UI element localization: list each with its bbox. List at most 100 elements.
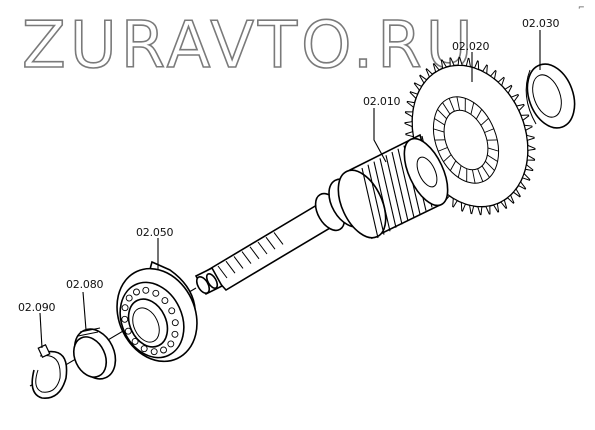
gear-tooth — [497, 76, 505, 87]
gear-tooth — [452, 197, 458, 208]
gear-tooth — [477, 206, 483, 216]
gear-spline — [438, 147, 448, 152]
gear-tooth — [521, 172, 531, 181]
gear-tooth — [485, 205, 491, 215]
shaft-spline — [225, 260, 236, 274]
gear-spline — [449, 160, 457, 171]
part-02080-ring — [72, 327, 117, 380]
watermark-text: ZURAVTO.RU — [22, 9, 477, 83]
part-02090-circlip — [31, 343, 68, 399]
gear-spline — [434, 118, 445, 126]
shaft-spline — [273, 232, 284, 245]
gear-tooth — [449, 57, 455, 67]
bearing-roller — [131, 338, 139, 345]
gear-tooth — [457, 56, 463, 66]
helical-tooth — [373, 161, 391, 232]
gear-tooth — [405, 130, 414, 138]
gear-tooth — [419, 74, 428, 84]
label-02080: 02.080 — [66, 278, 103, 291]
label-02020: 02.020 — [452, 40, 489, 53]
gear-tooth — [482, 64, 488, 75]
shaft-spline — [217, 265, 228, 279]
label-02050: 02.050 — [136, 226, 173, 239]
gear-tooth — [440, 59, 448, 69]
gear-spline — [442, 102, 451, 115]
gear-spline — [477, 168, 484, 182]
gear-tooth — [406, 100, 416, 109]
shaft-spline — [241, 251, 252, 264]
shaft-spline — [257, 241, 268, 255]
gear-tooth — [468, 204, 475, 215]
gear-tooth — [524, 163, 534, 172]
gear-tooth — [409, 91, 419, 100]
label-02010: 02.010 — [363, 95, 400, 108]
helical-tooth — [397, 148, 415, 218]
gear-tooth — [425, 68, 434, 78]
helical-tooth — [367, 164, 385, 235]
gear-spline — [475, 109, 483, 120]
label-02030: 02.030 — [522, 17, 559, 30]
gear-tooth — [517, 180, 527, 190]
gear-tooth — [510, 93, 520, 103]
gear-tooth — [520, 114, 530, 122]
helical-tooth — [361, 167, 379, 239]
bearing-roller — [121, 304, 129, 312]
bearing-roller — [140, 345, 148, 353]
part-02030-washer — [525, 63, 576, 129]
helical-tooth — [385, 155, 403, 225]
gear-spline — [433, 128, 445, 133]
gear-tooth — [526, 154, 536, 161]
gear-tooth — [413, 82, 423, 92]
gear-tooth — [523, 124, 533, 131]
bearing-roller — [150, 348, 158, 356]
label-02090: 02.090 — [18, 301, 55, 314]
gear-tooth — [515, 103, 525, 112]
bearing-roller — [171, 319, 179, 327]
gear-tooth — [465, 57, 472, 68]
gear-spline — [456, 96, 461, 111]
bearing-roller — [160, 346, 167, 354]
gear-tooth — [432, 62, 440, 73]
gear-spline — [448, 98, 455, 112]
gear-tooth — [526, 134, 535, 142]
part-02010-shaft — [29, 133, 449, 387]
bearing-roller — [168, 307, 176, 315]
gear-spline — [457, 165, 462, 178]
leader-02090 — [39, 312, 43, 349]
gear-tooth — [506, 194, 515, 204]
gear-tooth — [512, 188, 521, 198]
bearing-roller — [142, 286, 150, 294]
bearing-roller — [171, 330, 179, 338]
gear-spline — [484, 128, 494, 133]
gear-spline — [480, 118, 489, 126]
gear-spline — [481, 165, 490, 178]
gear-tooth — [500, 199, 508, 210]
gear-tooth — [404, 121, 413, 128]
bearing-roller — [121, 315, 129, 323]
gear-spline — [437, 109, 447, 120]
gear-spline — [471, 169, 476, 184]
gear-tooth — [473, 60, 480, 71]
shaft-spline — [233, 256, 244, 269]
shaft-spline — [265, 236, 276, 250]
shaft-spline — [249, 246, 260, 260]
gear-tooth — [489, 69, 497, 80]
gear-tooth — [492, 203, 500, 213]
gear-tooth — [504, 84, 513, 94]
leader-02010 — [373, 108, 387, 163]
leader-02080 — [82, 291, 87, 331]
corner-mark: ⌐ — [578, 3, 585, 12]
gear-tooth — [460, 201, 467, 212]
gear-tooth — [527, 144, 536, 151]
gear-spline — [487, 147, 499, 152]
bearing-roller — [133, 288, 140, 296]
gear-spline — [470, 102, 475, 115]
gear-spline — [485, 160, 495, 171]
helical-tooth — [379, 158, 397, 228]
gear-spline — [443, 154, 452, 162]
bearing-roller — [161, 297, 169, 304]
gear-spline — [487, 154, 498, 162]
gear-tooth — [404, 111, 414, 118]
bearing-roller — [167, 340, 175, 348]
